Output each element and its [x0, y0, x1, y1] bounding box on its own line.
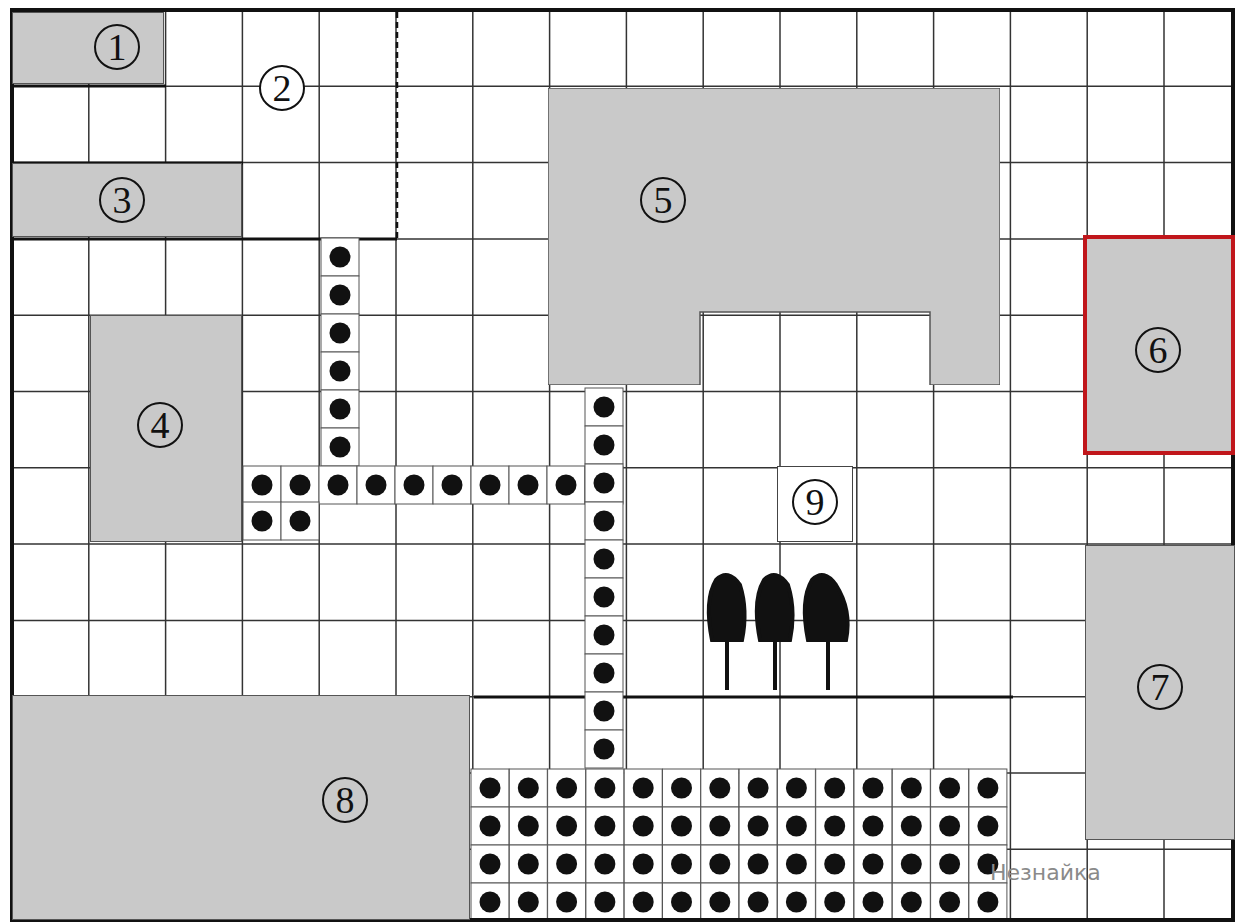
- callout-number: 2: [259, 65, 305, 111]
- map-area: 6: [1083, 235, 1235, 455]
- callout-number: 3: [99, 177, 145, 223]
- trees: [709, 575, 848, 690]
- map-area: 1: [12, 12, 164, 84]
- watermark: Незнайка: [990, 860, 1101, 885]
- callout-number: 1: [94, 24, 140, 70]
- dashed-line: [396, 12, 399, 239]
- map-area: 8: [12, 695, 470, 920]
- callout-number: 6: [1135, 327, 1181, 373]
- callout-number: 4: [137, 402, 183, 448]
- map-area: 4: [90, 315, 242, 542]
- callout-number: 5: [640, 177, 686, 223]
- map-area: 5: [548, 88, 1000, 385]
- map-area: 9: [777, 466, 853, 542]
- callout-number: 7: [1137, 664, 1183, 710]
- callout-number: 9: [792, 479, 838, 525]
- map-area: 3: [12, 163, 242, 237]
- callout-number: 8: [322, 777, 368, 823]
- map-area: 7: [1085, 545, 1235, 840]
- area-outline: [548, 88, 1000, 385]
